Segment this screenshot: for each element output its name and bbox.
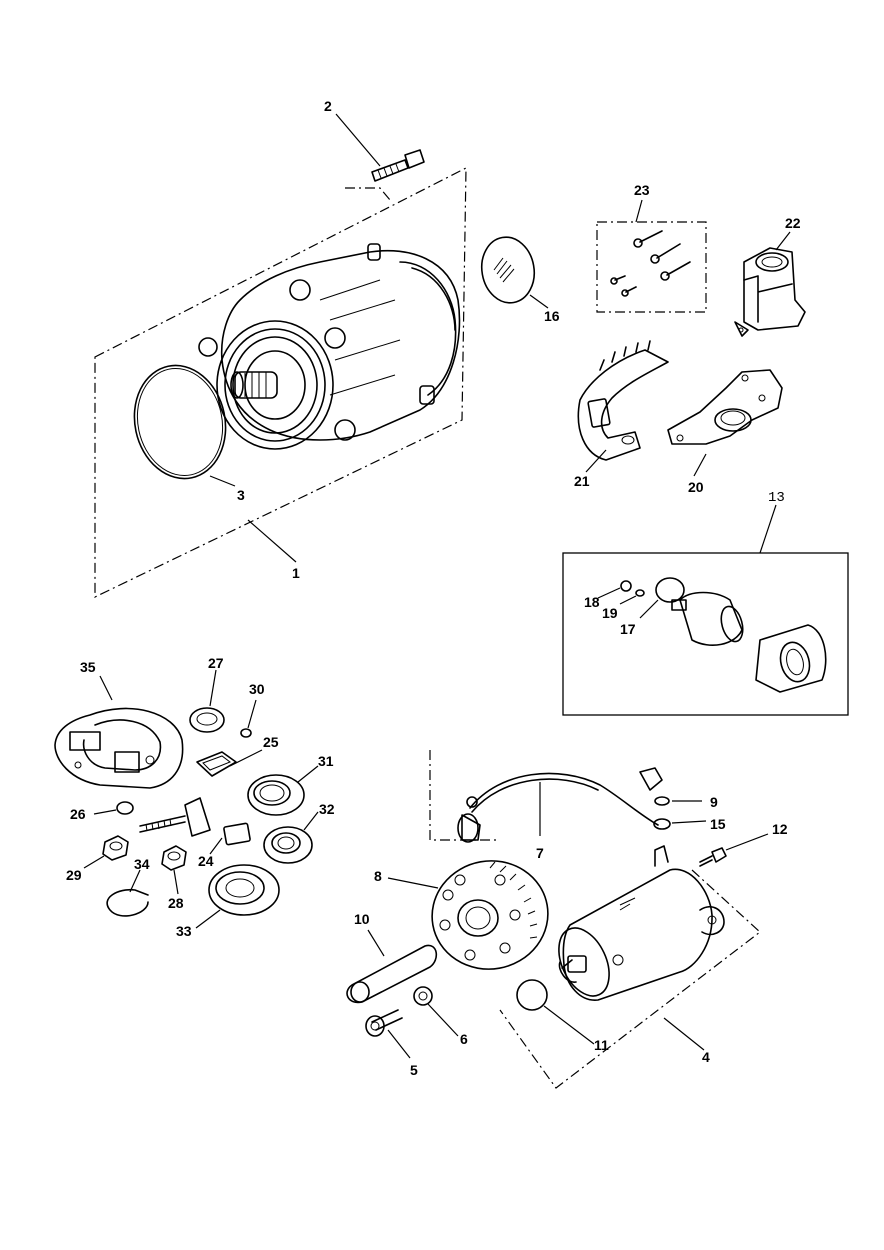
callout-26: 26 <box>70 806 86 822</box>
callout-9: 9 <box>710 794 718 810</box>
bearing-33 <box>208 864 280 916</box>
nut-28 <box>161 845 187 871</box>
callout-29: 29 <box>66 867 82 883</box>
callout-4: 4 <box>702 1049 710 1065</box>
screw-kit-23 <box>596 221 707 313</box>
callout-10: 10 <box>354 911 370 927</box>
callout-20: 20 <box>688 479 704 495</box>
bolt-12 <box>699 847 727 867</box>
callout-34: 34 <box>134 856 150 872</box>
callout-27: 27 <box>208 655 224 671</box>
terminal-cap <box>639 767 663 791</box>
brush-holder-22 <box>734 247 806 337</box>
bolt-2 <box>371 149 425 182</box>
bearing-32 <box>263 826 313 864</box>
o-ring-11 <box>516 979 548 1011</box>
stator-plate-21 <box>577 340 669 461</box>
washer-30 <box>240 728 252 738</box>
callout-7: 7 <box>536 845 544 861</box>
callout-labels: 2 1 3 16 23 22 21 20 13 18 19 17 35 27 3… <box>66 98 801 1078</box>
callout-5: 5 <box>410 1062 418 1078</box>
starter-motor-4 <box>499 845 761 1089</box>
washer-6 <box>413 986 433 1006</box>
alternator-group <box>94 149 536 598</box>
terminal-bolt-24 <box>139 797 251 846</box>
starter-clutch-housing <box>755 624 827 693</box>
o-ring-3 <box>133 364 227 480</box>
callout-32: 32 <box>319 801 335 817</box>
callout-35: 35 <box>80 659 96 675</box>
callout-30: 30 <box>249 681 265 697</box>
nut-29 <box>102 835 129 861</box>
oil-seal-27 <box>189 707 225 733</box>
circlip-34 <box>106 888 149 917</box>
callout-1: 1 <box>292 565 300 581</box>
callout-31: 31 <box>318 753 334 769</box>
callout-12: 12 <box>772 821 788 837</box>
washer-19 <box>635 589 645 597</box>
callout-16: 16 <box>544 308 560 324</box>
solenoid-detail-box-13 <box>562 552 849 716</box>
callout-13: 13 <box>768 490 785 506</box>
washer-26 <box>116 801 134 815</box>
callout-2: 2 <box>324 98 332 114</box>
callout-8: 8 <box>374 868 382 884</box>
callout-23: 23 <box>634 182 650 198</box>
callout-11: 11 <box>594 1037 609 1053</box>
spring-clip-25 <box>196 751 237 777</box>
cover-disc-16 <box>480 236 536 304</box>
callout-25: 25 <box>263 734 279 750</box>
starter-cable-kit-7 <box>429 750 671 843</box>
mounting-plate-20 <box>667 369 783 445</box>
callout-33: 33 <box>176 923 192 939</box>
solenoid-switch <box>671 591 744 646</box>
nut-9 <box>654 796 670 806</box>
callout-3: 3 <box>237 487 245 503</box>
brush-plate-35 <box>54 707 184 789</box>
shaft-10 <box>346 944 438 1004</box>
callout-28: 28 <box>168 895 184 911</box>
nut-18 <box>620 580 632 592</box>
callout-18: 18 <box>584 594 600 610</box>
alternator-kit-boundary <box>94 167 467 598</box>
bolt-dash-link <box>345 187 391 201</box>
alternator-body <box>198 243 461 450</box>
bolt-5 <box>365 1009 403 1037</box>
starter-clutch-gear-8 <box>431 860 549 970</box>
callout-21: 21 <box>574 473 590 489</box>
callout-24: 24 <box>198 853 214 869</box>
callout-6: 6 <box>460 1031 468 1047</box>
bearing-31 <box>247 774 305 816</box>
o-ring-17 <box>655 577 685 603</box>
callout-15: 15 <box>710 816 726 832</box>
callout-19: 19 <box>602 605 618 621</box>
leader-lines <box>83 113 791 1059</box>
callout-17: 17 <box>620 621 636 637</box>
callout-22: 22 <box>785 215 801 231</box>
washer-15 <box>653 818 671 830</box>
